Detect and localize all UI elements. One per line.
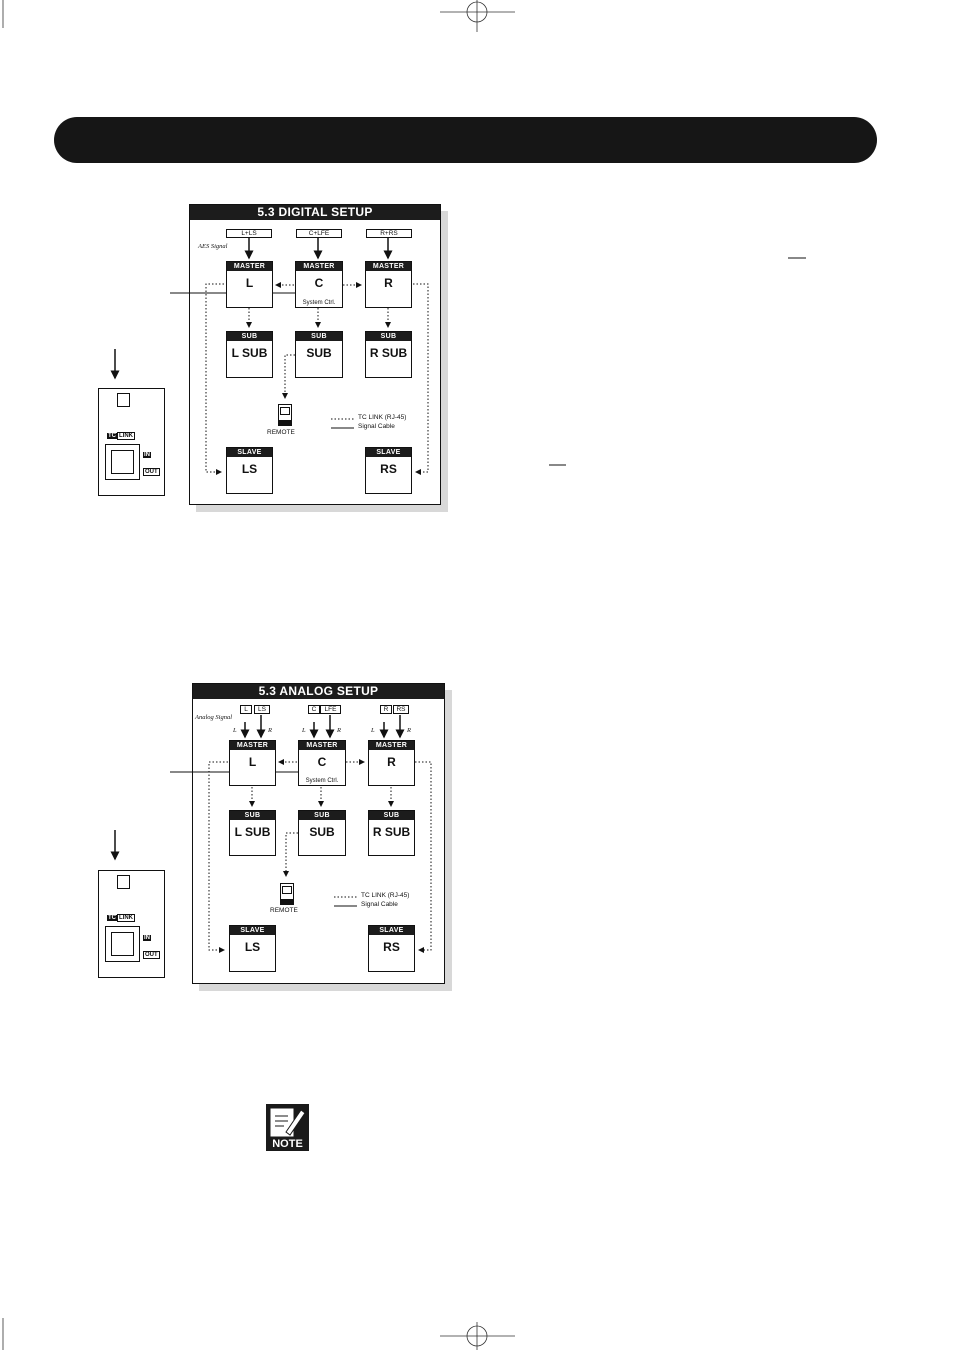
analog-setup-title: 5.3 ANALOG SETUP (193, 684, 444, 699)
analog-sub-l: SUB L SUB (229, 810, 276, 856)
analog-lr-r-3: R (407, 727, 411, 734)
analog-lr-l-2: L (302, 727, 306, 734)
analog-remote-icon (280, 883, 294, 905)
analog-master-c: MASTER C System Ctrl. (298, 740, 346, 786)
note-label: NOTE (272, 1138, 303, 1150)
analog-input-l: L (240, 705, 252, 714)
digital-slave-rs: SLAVE RS (365, 447, 412, 494)
analog-lr-r-1: R (268, 727, 272, 734)
analog-lr-l-3: L (371, 727, 375, 734)
pencil-icon (270, 1108, 306, 1137)
digital-sub-r: SUB R SUB (365, 331, 412, 378)
analog-legend-tc-link: TC LINK (RJ-45) (361, 892, 410, 899)
analog-lr-r-2: R (337, 727, 341, 734)
analog-slave-ls: SLAVE LS (229, 925, 276, 972)
analog-remote-label: REMOTE (270, 907, 298, 914)
analog-master-r: MASTER R (368, 740, 415, 786)
digital-rj45-port (105, 444, 140, 480)
analog-input-rs: RS (393, 705, 409, 714)
analog-slave-rs: SLAVE RS (368, 925, 415, 972)
digital-input-c-lfe: C+LFE (296, 229, 342, 238)
digital-in-port: IN (143, 452, 151, 458)
digital-slave-ls: SLAVE LS (226, 447, 273, 494)
digital-remote-label: REMOTE (267, 429, 295, 436)
digital-out-port: OUT (143, 468, 160, 476)
digital-sub-c: SUB SUB (295, 331, 343, 378)
digital-setup-title: 5.3 DIGITAL SETUP (190, 205, 440, 220)
analog-signal-label: Analog Signal (195, 714, 233, 721)
digital-sub-l: SUB L SUB (226, 331, 273, 378)
analog-in-port: IN (143, 935, 151, 941)
analog-input-r: R (380, 705, 392, 714)
analog-sub-r: SUB R SUB (368, 810, 415, 856)
digital-master-r: MASTER R (365, 261, 412, 308)
analog-input-ls: LS (254, 705, 270, 714)
digital-signal-label: AES Signal (198, 243, 228, 250)
digital-input-l-ls: L+LS (226, 229, 272, 238)
analog-input-c: C (308, 705, 320, 714)
digital-master-l: MASTER L (226, 261, 273, 308)
analog-lr-l-1: L (233, 727, 237, 734)
analog-rj45-port (105, 926, 140, 962)
analog-legend-signal: Signal Cable (361, 901, 398, 908)
digital-remote-icon (278, 404, 292, 426)
digital-legend-signal: Signal Cable (358, 423, 395, 430)
digital-legend-tc-link: TC LINK (RJ-45) (358, 414, 407, 421)
digital-master-c: MASTER C System Ctrl. (295, 261, 343, 308)
analog-out-port: OUT (143, 951, 160, 959)
analog-master-l: MASTER L (229, 740, 276, 786)
section-header-bar (54, 117, 877, 163)
digital-input-r-rs: R+RS (366, 229, 412, 238)
analog-sub-c: SUB SUB (298, 810, 346, 856)
note-icon: NOTE (266, 1104, 309, 1151)
analog-input-lfe: LFE (320, 705, 341, 714)
